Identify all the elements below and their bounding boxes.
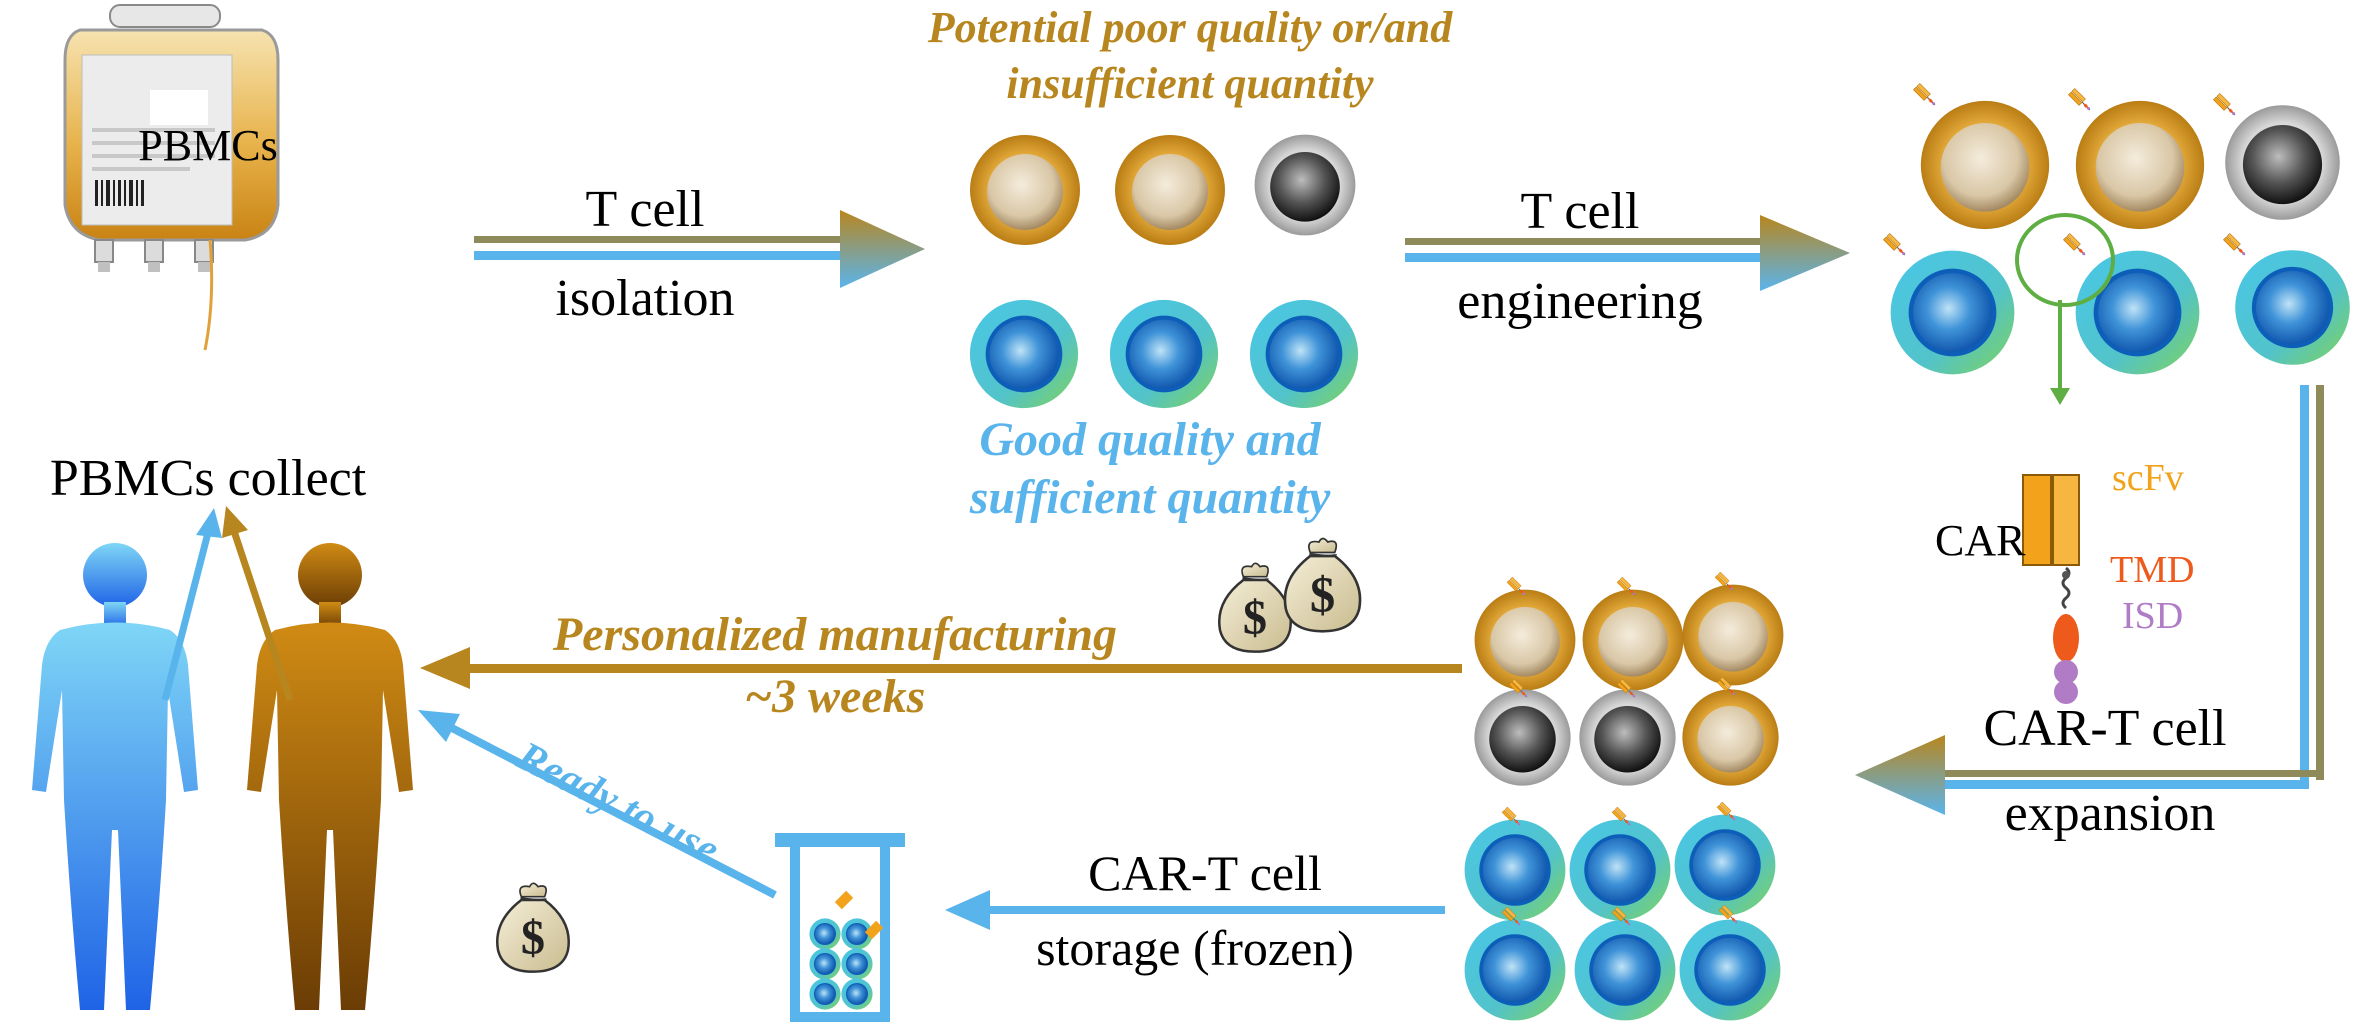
- expanded-cells-good: [1464, 801, 1781, 1021]
- engineering-line2: engineering: [1457, 273, 1702, 330]
- expansion-line2: expansion: [2005, 785, 2216, 842]
- arrow-ready-to-use: [418, 710, 777, 899]
- t-cell-icon-blue: [1249, 299, 1359, 409]
- good-quality-line1: Good quality and: [979, 413, 1321, 466]
- arrow-isolation: [474, 210, 925, 288]
- money-bag-icon: [495, 881, 571, 974]
- tmd-label: TMD: [2110, 549, 2194, 591]
- bag-label: PBMCs: [138, 121, 277, 170]
- blood-bag-icon: [63, 4, 280, 351]
- engineered-cells: [1882, 82, 2350, 375]
- t-cell-icon-blue: [1109, 299, 1219, 409]
- car-label: CAR: [1935, 516, 2026, 565]
- isolation-line2: isolation: [555, 270, 734, 327]
- isolated-cells: [969, 134, 1359, 409]
- car-zoom-circle: [2015, 213, 2115, 307]
- storage-line2: storage (frozen): [1036, 920, 1354, 976]
- isd-label: ISD: [2122, 595, 2183, 637]
- scfv-label: scFv: [2112, 457, 2184, 499]
- collect-label: PBMCs collect: [50, 450, 367, 507]
- t-cell-icon-gold: [970, 135, 1080, 245]
- t-cell-icon-gold: [1115, 135, 1225, 245]
- arrow-personalized: [420, 647, 1462, 689]
- car-zoom-arrow: [2050, 300, 2070, 405]
- car-structure-icon: [2022, 474, 2080, 704]
- barcode: [95, 180, 144, 206]
- ready-to-use-label: Ready to use: [509, 733, 726, 874]
- engineering-line1: T cell: [1521, 183, 1640, 240]
- poor-quality-line2: insufficient quantity: [1006, 59, 1374, 108]
- money-bag-icon: [1283, 537, 1362, 633]
- arrow-brown-to-collect: [222, 506, 294, 702]
- expansion-line1: CAR-T cell: [1983, 700, 2226, 757]
- arrow-blue-to-collect: [161, 508, 222, 701]
- personalized-line1: Personalized manufacturing: [552, 608, 1117, 661]
- expanded-cells-mixed: [1474, 571, 1784, 786]
- money-bag-icon: [1217, 561, 1293, 654]
- human-silhouette-icon-brown: [247, 543, 413, 1010]
- t-cell-icon-grey: [1254, 134, 1356, 236]
- personalized-line2: ~3 weeks: [745, 670, 926, 723]
- arrow-engineering: [1405, 215, 1850, 291]
- arrow-storage: [945, 890, 1445, 930]
- poor-quality-line1: Potential poor quality or/and: [927, 3, 1453, 52]
- t-cell-icon-blue: [969, 299, 1079, 409]
- good-quality-line2: sufficient quantity: [969, 471, 1331, 524]
- arrow-expansion: [1855, 385, 2324, 815]
- storage-line1: CAR-T cell: [1088, 845, 1322, 901]
- human-silhouette-icon-blue: [32, 543, 198, 1010]
- isolation-line1: T cell: [586, 181, 705, 238]
- storage-tube-icon: [775, 833, 905, 1022]
